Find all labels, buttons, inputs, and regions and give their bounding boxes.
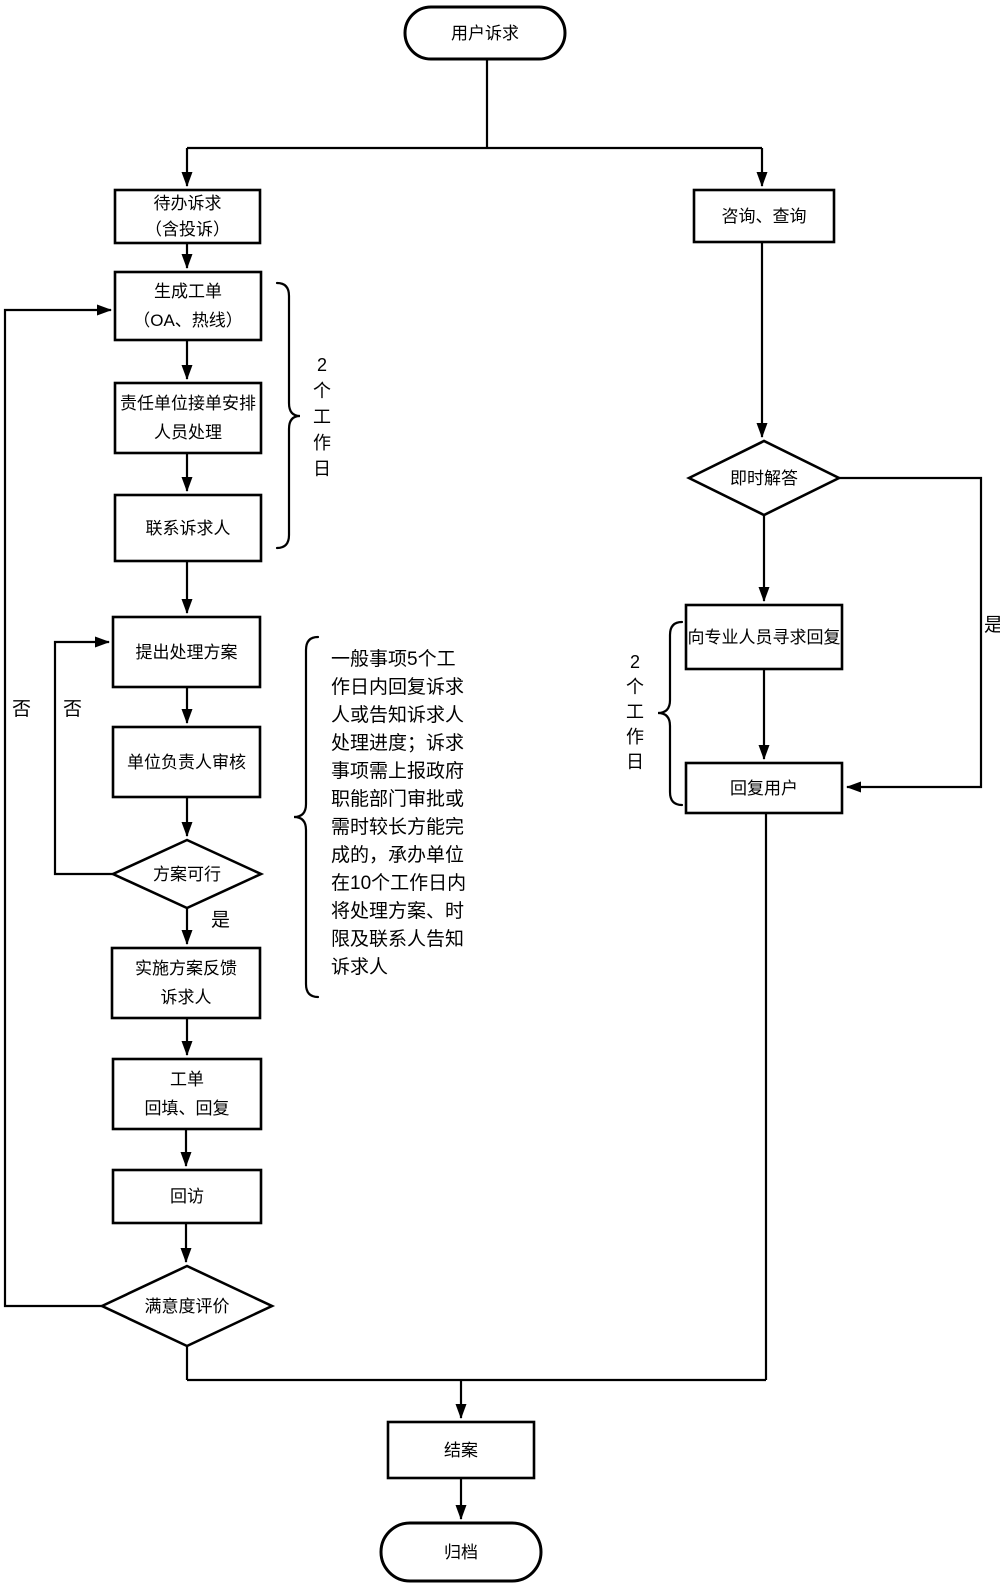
edge-feasible-no-loop: [53, 636, 113, 876]
edge-instant-yes-loop: [839, 476, 983, 793]
node-reply-user: 回复用户: [730, 778, 798, 798]
node-fill-reply: 工单 回填、回复: [144, 1070, 230, 1118]
node-consult: 咨询、查询: [721, 206, 807, 226]
edge-label-feasible-yes: 是: [211, 910, 231, 931]
node-feasible-shape: [109, 838, 265, 910]
node-assign: 责任单位接单安排 人员处理: [120, 394, 256, 442]
node-propose-shape: [111, 615, 262, 689]
node-review: 单位负责人审核: [127, 752, 246, 772]
node-review-shape: [111, 725, 262, 799]
node-pending: 待办诉求 （含投诉）: [145, 193, 230, 239]
node-create-order-shape: [113, 270, 263, 342]
node-close-case: 结案: [444, 1440, 478, 1460]
node-start-shape: [403, 5, 567, 61]
node-archive-shape: [379, 1521, 543, 1583]
brace-label-left-workdays: 2个工作日: [313, 355, 331, 479]
node-start: 用户诉求: [451, 23, 519, 43]
edge-label-satisfaction-no: 否: [12, 699, 32, 720]
node-reply-user-shape: [684, 761, 844, 815]
node-feasible: 方案可行: [153, 864, 221, 884]
node-pending-shape: [113, 188, 262, 245]
node-revisit-shape: [111, 1168, 263, 1225]
annotation-text: 一般事项5个工 作日内回复诉求 人或告知诉求人 处理进度；诉求 事项需上报政府 …: [331, 649, 467, 978]
node-propose: 提出处理方案: [135, 642, 238, 662]
node-satisfaction-shape: [98, 1264, 276, 1348]
edge-label-instant-yes: 是: [984, 615, 1000, 636]
node-contact: 联系诉求人: [145, 518, 231, 538]
node-instant-answer: 即时解答: [730, 468, 798, 488]
node-implement: 实施方案反馈 诉求人: [135, 959, 237, 1007]
brace-left-workdays: [275, 281, 301, 550]
brace-right-workdays: [657, 620, 684, 807]
node-revisit: 回访: [170, 1187, 204, 1206]
node-assign-shape: [113, 381, 263, 455]
node-archive: 归档: [444, 1542, 478, 1562]
node-instant-answer-shape: [686, 439, 842, 517]
node-seek-professional-shape: [684, 603, 844, 671]
node-contact-shape: [113, 493, 263, 563]
brace-annotation: [293, 635, 320, 999]
brace-label-right-workdays: 2个工作日: [626, 652, 644, 772]
node-close-case-shape: [386, 1420, 536, 1480]
edge-satisfaction-no-loop: [3, 304, 112, 1308]
node-satisfaction: 满意度评价: [144, 1296, 230, 1316]
node-consult-shape: [692, 188, 836, 244]
node-implement-shape: [110, 946, 262, 1020]
node-fill-reply-shape: [111, 1057, 263, 1131]
edge-label-feasible-no: 否: [63, 699, 83, 720]
node-create-order: 生成工单 （OA、热线）: [133, 282, 243, 330]
node-seek-professional: 向专业人员寻求回复: [687, 627, 841, 647]
